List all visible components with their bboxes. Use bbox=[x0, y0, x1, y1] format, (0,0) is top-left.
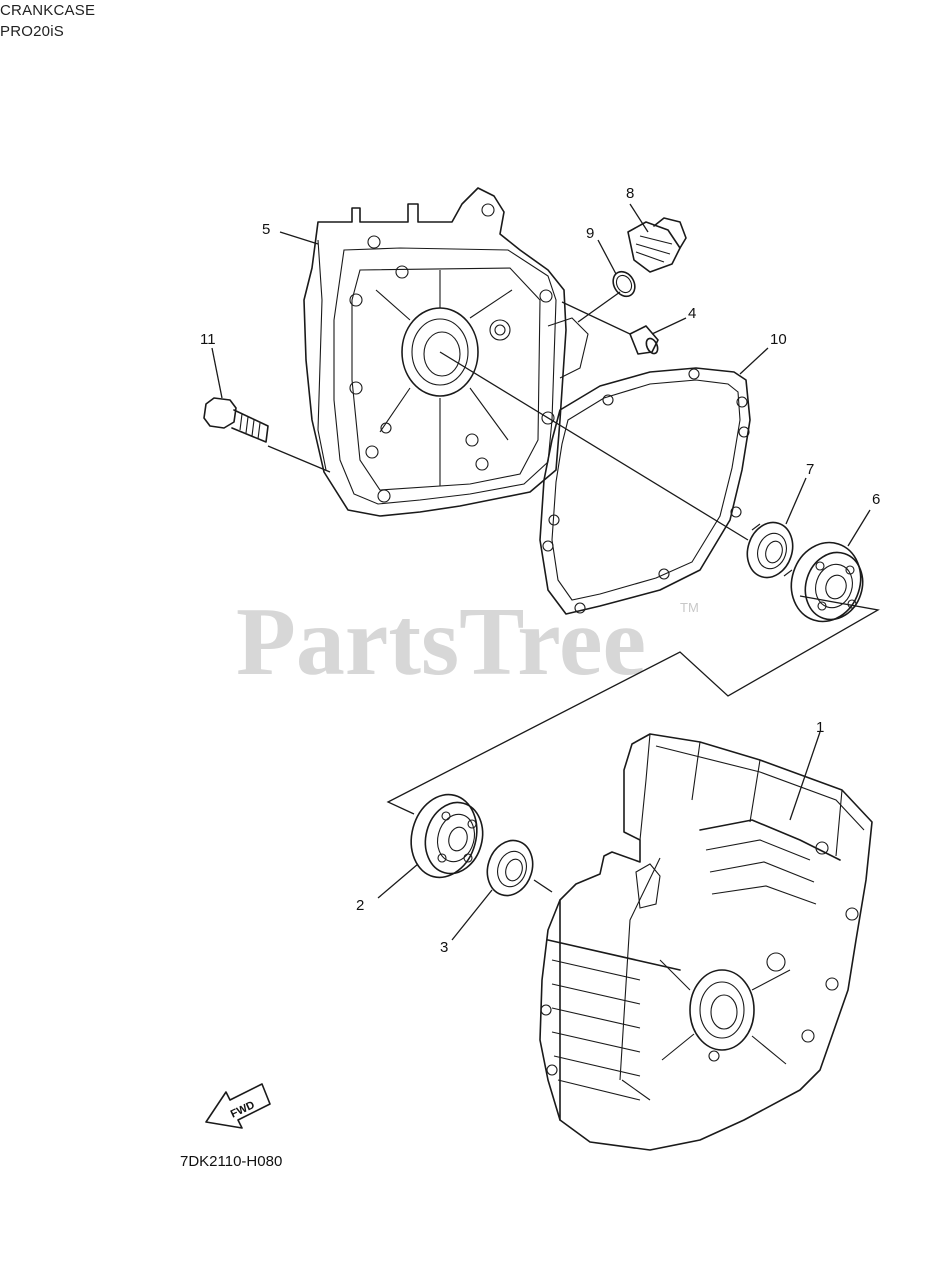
part-7-oil-seal[interactable] bbox=[740, 517, 799, 584]
page-title: CRANKCASE bbox=[0, 2, 96, 19]
watermark-trademark: TM bbox=[680, 600, 699, 615]
callout-3: 3 bbox=[440, 939, 448, 956]
callout-8: 8 bbox=[626, 185, 634, 202]
fwd-arrow-icon: FWD bbox=[205, 1083, 271, 1129]
part-8-plug[interactable] bbox=[627, 217, 687, 273]
leader-lines bbox=[211, 203, 880, 941]
callout-6: 6 bbox=[872, 491, 880, 508]
part-9-o-ring[interactable] bbox=[609, 268, 639, 301]
callout-1: 1 bbox=[816, 719, 824, 736]
part-6-bearing[interactable] bbox=[781, 533, 871, 630]
diagram-code: 7DK2110-H080 bbox=[180, 1153, 282, 1170]
part-2-bearing[interactable] bbox=[402, 787, 490, 885]
callout-4: 4 bbox=[688, 305, 696, 322]
callout-10: 10 bbox=[770, 331, 787, 348]
part-4-dowel-pin[interactable] bbox=[629, 325, 660, 355]
callout-11: 11 bbox=[200, 331, 216, 348]
part-1-crankcase[interactable] bbox=[539, 733, 873, 1151]
part-5-crankcase-cover[interactable] bbox=[303, 187, 589, 517]
callout-9: 9 bbox=[586, 225, 594, 242]
part-10-gasket[interactable] bbox=[539, 367, 751, 615]
callout-2: 2 bbox=[356, 897, 364, 914]
callouts: 1 2 3 4 5 6 7 8 9 10 11 bbox=[200, 185, 880, 956]
model-label: PRO20iS bbox=[0, 23, 64, 40]
watermark: PartsTree bbox=[236, 588, 646, 696]
callout-5: 5 bbox=[262, 221, 270, 238]
part-3-oil-seal[interactable] bbox=[480, 835, 539, 902]
callout-7: 7 bbox=[806, 461, 814, 478]
part-11-bolt[interactable] bbox=[203, 397, 269, 443]
